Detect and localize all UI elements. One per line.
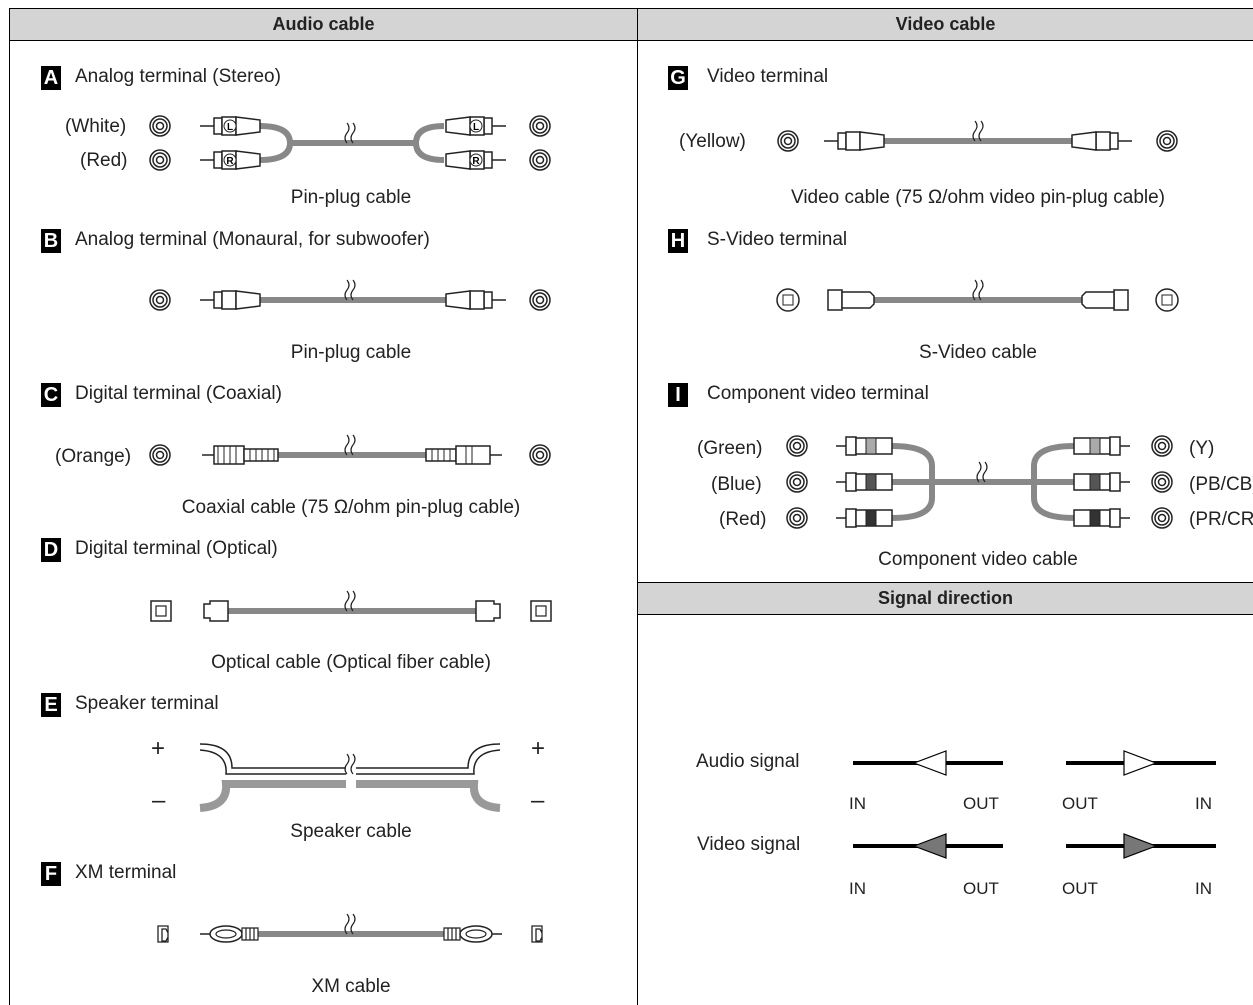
label-red-component: (Red) [719,509,767,530]
section-f-badge: F [41,862,61,886]
section-i-title: Component video terminal [707,383,929,404]
section-a-caption: Pin-plug cable [290,187,412,208]
jack-icon [786,435,808,457]
jack-icon [529,289,551,311]
section-g-caption: Video cable (75 Ω/ohm video pin-plug cab… [790,187,1166,208]
section-i-badge: I [668,383,688,407]
audio-arrow-right [1123,750,1158,776]
optical-port-icon [530,600,552,622]
section-f-title: XM terminal [75,862,177,883]
label-pb-cb: (PB/CB) [1189,474,1253,495]
label-green: (Green) [697,438,763,459]
section-f-caption: XM cable [311,976,391,997]
section-i-caption: Component video cable [878,549,1078,570]
section-h-title: S-Video terminal [707,229,848,250]
section-e-badge: E [41,693,61,717]
video-out-left: OUT [963,879,999,898]
audio-out-right: OUT [1062,794,1098,813]
section-a-badge: A [41,66,61,90]
section-c-badge: C [41,383,61,407]
section-a-title: Analog terminal (Stereo) [75,66,281,87]
label-y: (Y) [1189,438,1215,459]
section-d-caption: Optical cable (Optical fiber cable) [211,652,491,673]
section-g-title: Video terminal [707,66,829,87]
audio-in-right: IN [1195,794,1212,813]
video-cable-header: Video cable [638,9,1253,41]
video-in-left: IN [849,879,866,898]
column-divider [637,8,638,1005]
s-video-cable-h [776,279,1179,312]
jack-icon [786,471,808,493]
optical-cable-d [150,590,552,622]
video-arrow-left [912,833,947,859]
jack-icon [529,444,551,466]
video-signal-label: Video signal [697,834,801,855]
section-b-badge: B [41,229,61,253]
video-signal-arrows [853,833,1216,859]
section-d-badge: D [41,538,61,562]
speaker-plus-right: + [531,735,546,762]
section-g-badge: G [668,66,688,90]
audio-in-left: IN [849,794,866,813]
audio-cable-header: Audio cable [10,9,637,41]
audio-out-left: OUT [963,794,999,813]
xm-port-icon [157,925,169,943]
plug-mark-l: L [473,122,479,133]
section-h-badge: H [668,229,688,253]
xm-port-icon [531,925,543,943]
s-video-port-icon [1155,288,1179,312]
component-cable-i [786,435,1173,529]
s-video-port-icon [776,288,800,312]
label-pr-cr: (PR/CR) [1189,509,1253,530]
speaker-plus-left: + [151,735,166,762]
video-arrow-right [1123,833,1158,859]
video-out-right: OUT [1062,879,1098,898]
speaker-minus-right: – [531,787,545,814]
stereo-cable-a: L R L R [149,115,551,171]
speaker-cable-e [199,743,501,812]
section-c-caption: Coaxial cable (75 Ω/ohm pin-plug cable) [181,497,521,518]
label-red: (Red) [80,150,128,171]
signal-direction-header: Signal direction [638,582,1253,615]
section-c-title: Digital terminal (Coaxial) [75,383,282,404]
audio-signal-label: Audio signal [696,751,800,772]
label-white: (White) [65,116,127,137]
mono-cable-b [149,279,551,311]
label-orange: (Orange) [55,446,132,467]
plug-mark-r: R [226,156,234,167]
plug-mark-r: R [472,156,480,167]
label-blue: (Blue) [711,474,762,495]
jack-icon [1151,471,1173,493]
video-cable-g [777,120,1178,152]
jack-icon [149,444,171,466]
section-e-title: Speaker terminal [75,693,219,714]
jack-icon [1151,435,1173,457]
jack-icon [149,289,171,311]
jack-icon [149,115,171,137]
section-b-caption: Pin-plug cable [290,342,412,363]
diagram-frame [9,8,1253,1005]
jack-icon [529,149,551,171]
speaker-minus-left: – [152,787,166,814]
jack-icon [777,130,799,152]
jack-icon [1156,130,1178,152]
plug-mark-l: L [227,122,233,133]
xm-cable-f [157,913,543,943]
video-in-right: IN [1195,879,1212,898]
jack-icon [149,149,171,171]
optical-port-icon [150,600,172,622]
audio-arrow-left [912,750,947,776]
jack-icon [786,507,808,529]
section-h-caption: S-Video cable [919,342,1037,363]
section-e-caption: Speaker cable [290,821,412,842]
jack-icon [1151,507,1173,529]
section-b-title: Analog terminal (Monaural, for subwoofer… [75,229,430,250]
audio-signal-arrows [853,750,1216,776]
section-d-title: Digital terminal (Optical) [75,538,278,559]
label-yellow: (Yellow) [679,131,746,152]
coaxial-cable-c [149,434,551,466]
jack-icon [529,115,551,137]
